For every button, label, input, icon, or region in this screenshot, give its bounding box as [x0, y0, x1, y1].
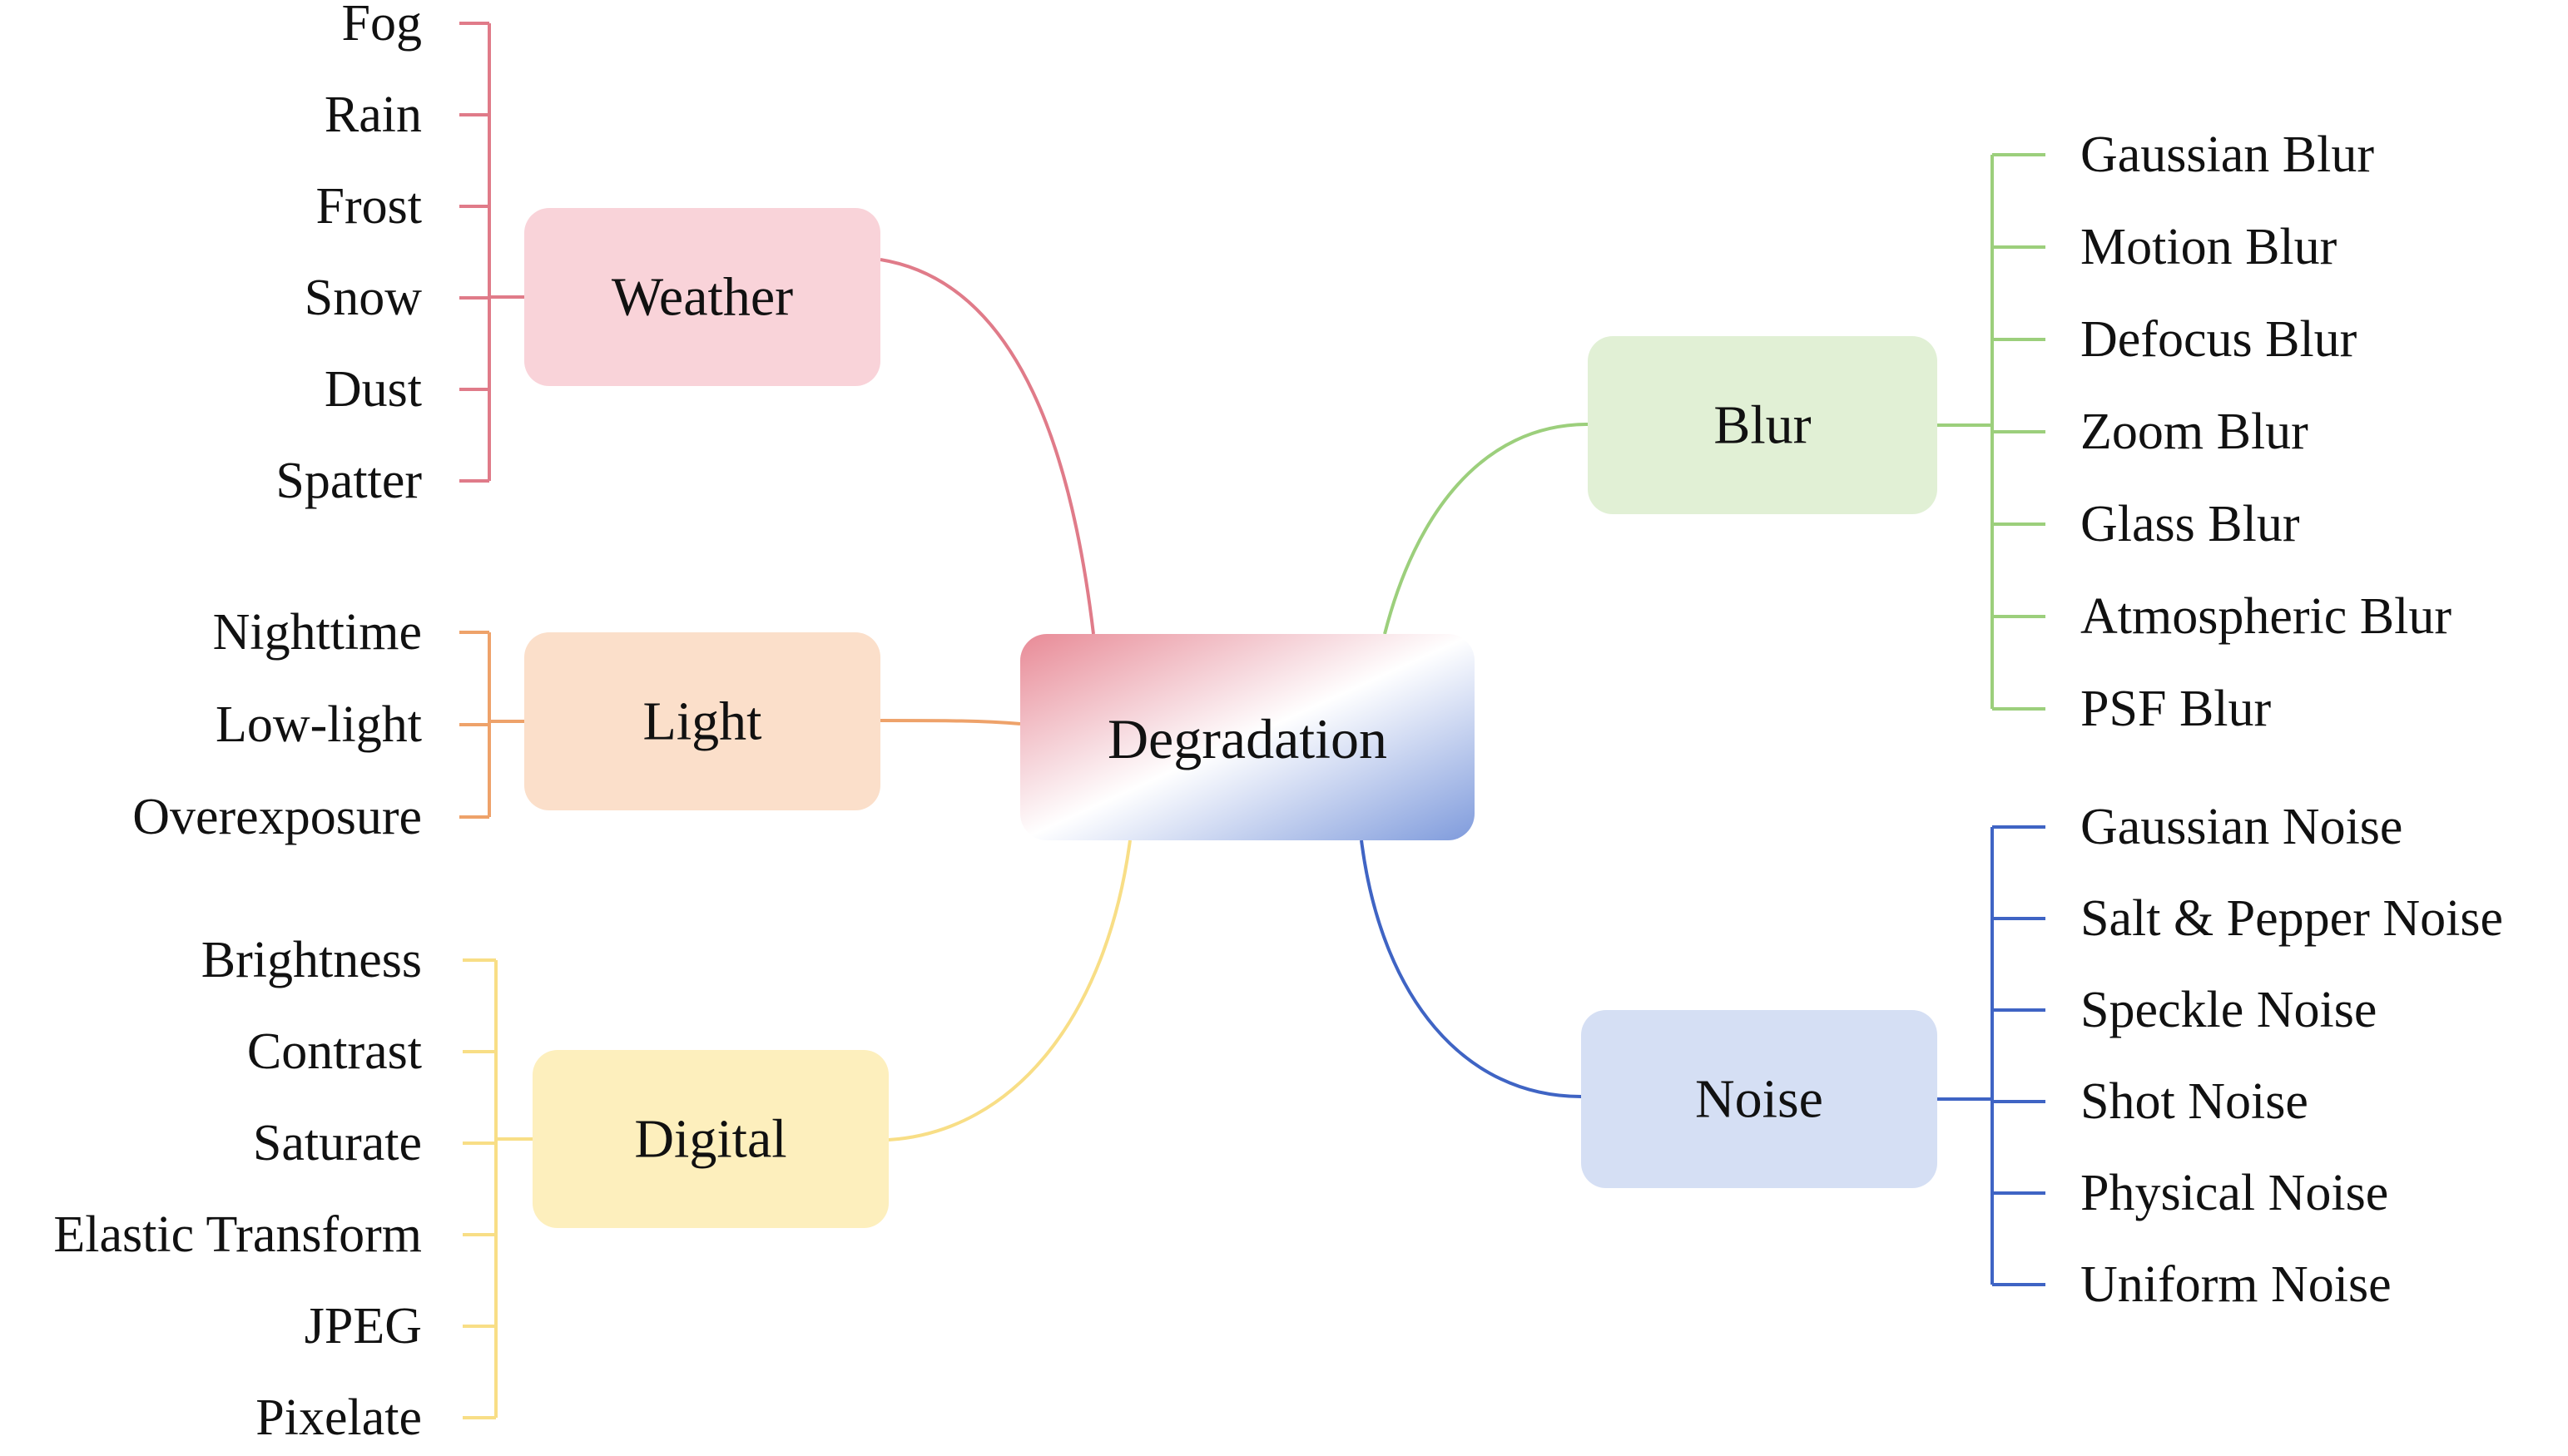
- leaf-label-light: Overexposure: [132, 789, 422, 845]
- root-connectors: [880, 258, 1589, 1142]
- category-label-light: Light: [643, 691, 762, 752]
- category-node-digital: Digital: [533, 1050, 889, 1228]
- leaf-label-blur: Defocus Blur: [2080, 311, 2357, 368]
- category-label-digital: Digital: [634, 1109, 786, 1170]
- leaf-label-weather: Frost: [316, 178, 422, 235]
- leaf-label-noise: Shot Noise: [2080, 1073, 2308, 1130]
- leaf-label-weather: Dust: [325, 361, 422, 418]
- leaf-label-noise: Speckle Noise: [2080, 982, 2377, 1038]
- leaf-label-weather: Spatter: [275, 453, 422, 509]
- leaf-labels: FogRainFrostSnowDustSpatterNighttimeLow-…: [53, 0, 2503, 1446]
- leaf-label-weather: Rain: [325, 87, 422, 143]
- leaf-label-light: Nighttime: [213, 604, 422, 661]
- leaf-label-noise: Gaussian Noise: [2080, 799, 2402, 855]
- connector-digital: [888, 839, 1132, 1142]
- leaf-brackets: [459, 22, 2045, 1419]
- category-node-blur: Blur: [1588, 336, 1937, 514]
- connector-blur: [1383, 423, 1589, 635]
- leaf-label-noise: Salt & Pepper Noise: [2080, 890, 2503, 947]
- leaf-label-noise: Uniform Noise: [2080, 1256, 2392, 1313]
- connector-light: [880, 719, 1021, 726]
- leaf-label-digital: Saturate: [253, 1115, 422, 1171]
- leaf-label-blur: Atmospheric Blur: [2080, 588, 2451, 645]
- category-node-light: Light: [524, 632, 880, 810]
- category-label-blur: Blur: [1713, 395, 1811, 456]
- connector-weather: [880, 258, 1095, 635]
- category-node-noise: Noise: [1581, 1010, 1937, 1188]
- leaf-label-light: Low-light: [216, 696, 422, 753]
- leaf-label-blur: Gaussian Blur: [2080, 126, 2374, 183]
- leaf-label-weather: Snow: [305, 270, 422, 326]
- leaf-label-digital: Elastic Transform: [53, 1206, 422, 1263]
- leaf-label-blur: Zoom Blur: [2080, 404, 2308, 460]
- leaf-label-digital: JPEG: [305, 1298, 422, 1354]
- leaf-label-digital: Contrast: [247, 1023, 422, 1080]
- category-label-weather: Weather: [612, 267, 793, 328]
- connector-noise: [1360, 839, 1582, 1098]
- leaf-label-noise: Physical Noise: [2080, 1165, 2388, 1221]
- root-node: Degradation: [1020, 634, 1475, 840]
- root-label: Degradation: [1108, 707, 1387, 770]
- leaf-label-blur: PSF Blur: [2080, 681, 2272, 737]
- category-node-weather: Weather: [524, 208, 880, 386]
- leaf-label-digital: Brightness: [201, 932, 422, 988]
- category-nodes: Weather Light Digital Blur Noise: [524, 208, 1937, 1228]
- leaf-label-weather: Fog: [342, 0, 422, 52]
- leaf-label-blur: Glass Blur: [2080, 496, 2300, 552]
- category-label-noise: Noise: [1695, 1069, 1823, 1130]
- leaf-label-blur: Motion Blur: [2080, 219, 2337, 275]
- leaf-label-digital: Pixelate: [255, 1389, 422, 1446]
